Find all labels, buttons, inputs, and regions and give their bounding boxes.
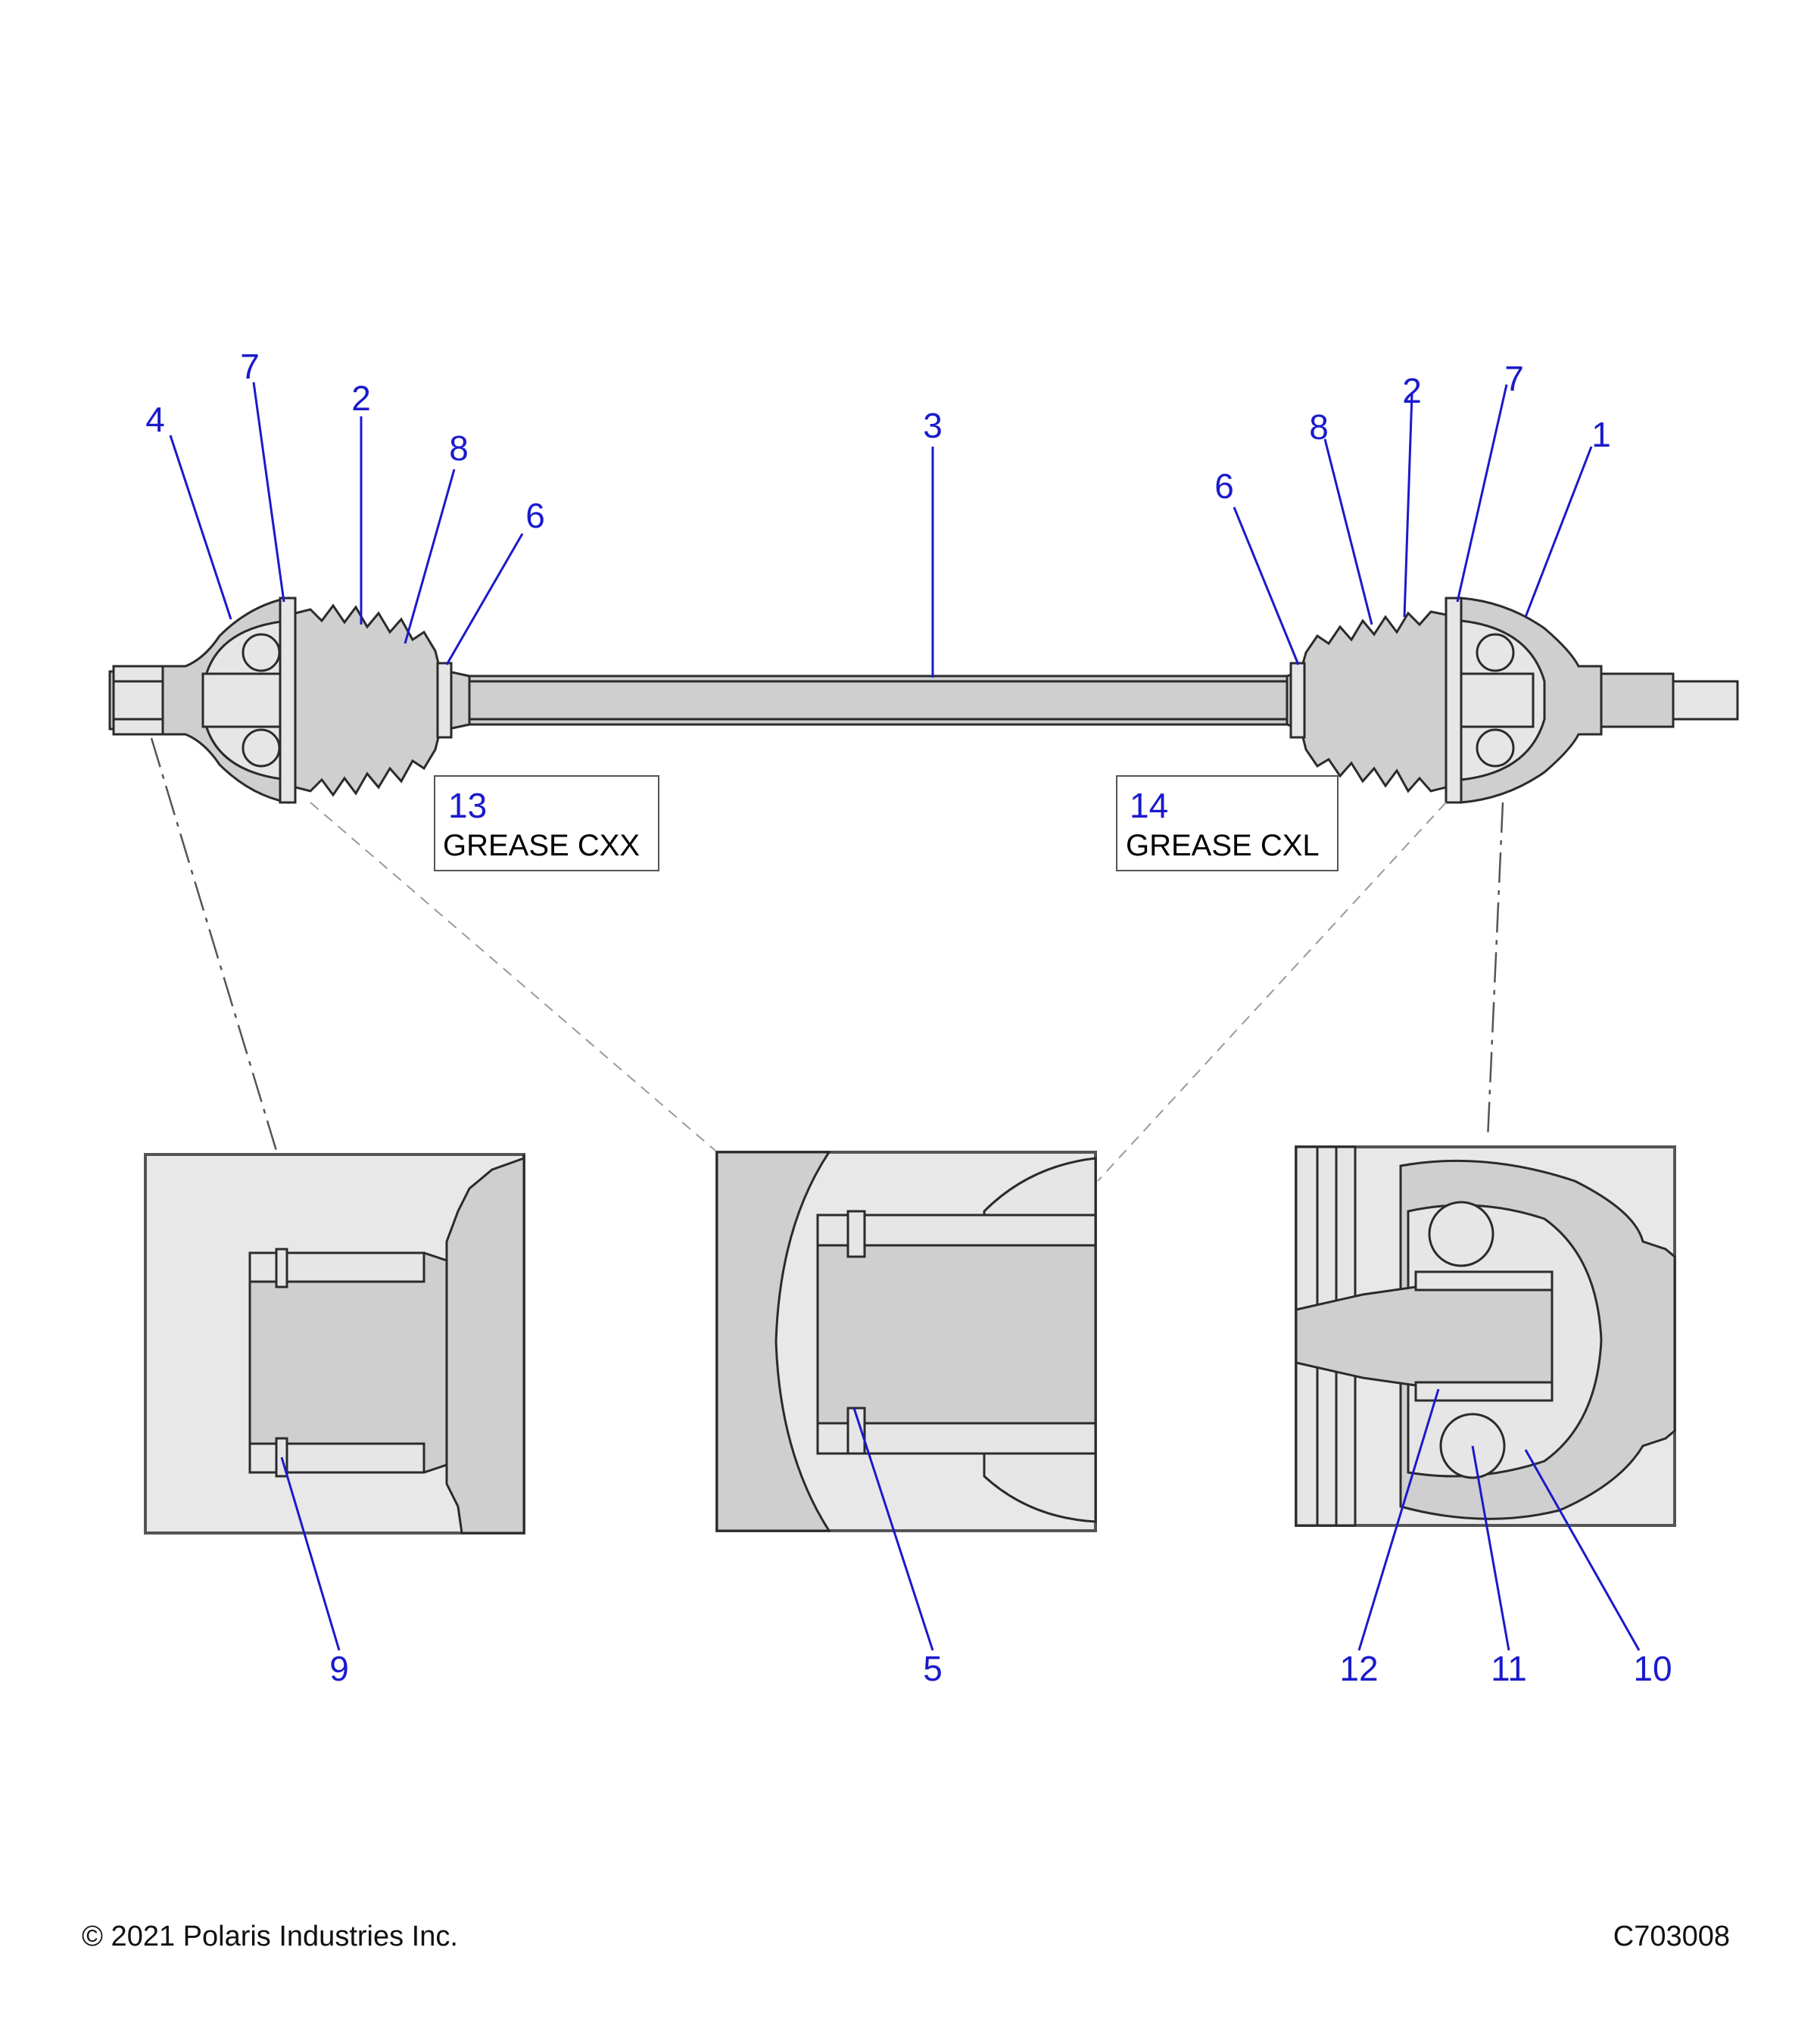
callout-5: 5 <box>923 1649 943 1688</box>
callout-2-left: 2 <box>351 379 371 418</box>
grease-right-number: 14 <box>1130 786 1168 825</box>
grease-box-left: 13 GREASE CXX <box>434 775 659 871</box>
callout-3: 3 <box>923 406 943 445</box>
detail-view-center: 5 <box>715 1151 1097 1688</box>
right-boot-clamp-large <box>1445 597 1463 804</box>
callout-6-left: 6 <box>525 496 545 535</box>
axle-shaft <box>453 675 1289 726</box>
right-cv-boot <box>1301 610 1448 793</box>
detail-view-right: 12 11 10 <box>1295 1145 1676 1688</box>
left-cv-ball-bottom <box>242 728 281 768</box>
main-callouts: 4 7 2 8 6 3 6 8 2 7 1 <box>145 347 1611 535</box>
cv-ball-top-detail <box>1428 1201 1494 1267</box>
drawing-id: C703008 <box>1613 1921 1730 1952</box>
right-stub-shaft <box>1600 672 1675 728</box>
grease-left-label: GREASE CXX <box>443 829 640 862</box>
left-cv-ball-top <box>242 633 281 672</box>
detail-view-left: 9 <box>144 1153 525 1688</box>
callout-6-right: 6 <box>1214 466 1234 506</box>
callout-12: 12 <box>1339 1649 1378 1688</box>
circlip-bottom <box>846 1407 866 1455</box>
copyright-text: © 2021 Polaris Industries Inc. <box>82 1921 458 1952</box>
snap-ring-groove-top <box>275 1248 288 1288</box>
cage-detail <box>1414 1270 1554 1292</box>
right-cv-ball-bottom <box>1476 728 1515 768</box>
callout-1: 1 <box>1591 415 1611 454</box>
callout-9: 9 <box>329 1649 349 1688</box>
callout-11: 11 <box>1491 1649 1527 1688</box>
callout-8-left: 8 <box>449 428 469 468</box>
grease-box-right: 14 GREASE CXL <box>1116 775 1339 871</box>
callout-7-right: 7 <box>1504 359 1524 398</box>
callout-8-right: 8 <box>1309 407 1329 447</box>
left-cv-boot <box>294 603 441 797</box>
callout-7-left: 7 <box>240 347 260 386</box>
left-boot-clamp-large <box>279 597 297 804</box>
callout-10: 10 <box>1633 1649 1672 1688</box>
grease-right-label: GREASE CXL <box>1126 829 1320 862</box>
main-leader-lines <box>169 382 1593 678</box>
right-cv-ball-top <box>1476 633 1515 672</box>
detail-projection-lines <box>150 737 1504 1182</box>
left-boot-clamp-small <box>436 662 453 739</box>
left-stub-shaft <box>108 665 164 736</box>
grease-left-number: 13 <box>448 786 487 825</box>
half-shaft-assembly <box>108 597 1739 804</box>
callout-2-right: 2 <box>1402 371 1422 410</box>
inner-race-detail <box>1295 1285 1554 1387</box>
callout-4: 4 <box>145 400 165 439</box>
inner-shaft-detail <box>816 1240 1097 1429</box>
right-boot-clamp-small <box>1289 662 1306 739</box>
circlip-top <box>846 1210 866 1258</box>
